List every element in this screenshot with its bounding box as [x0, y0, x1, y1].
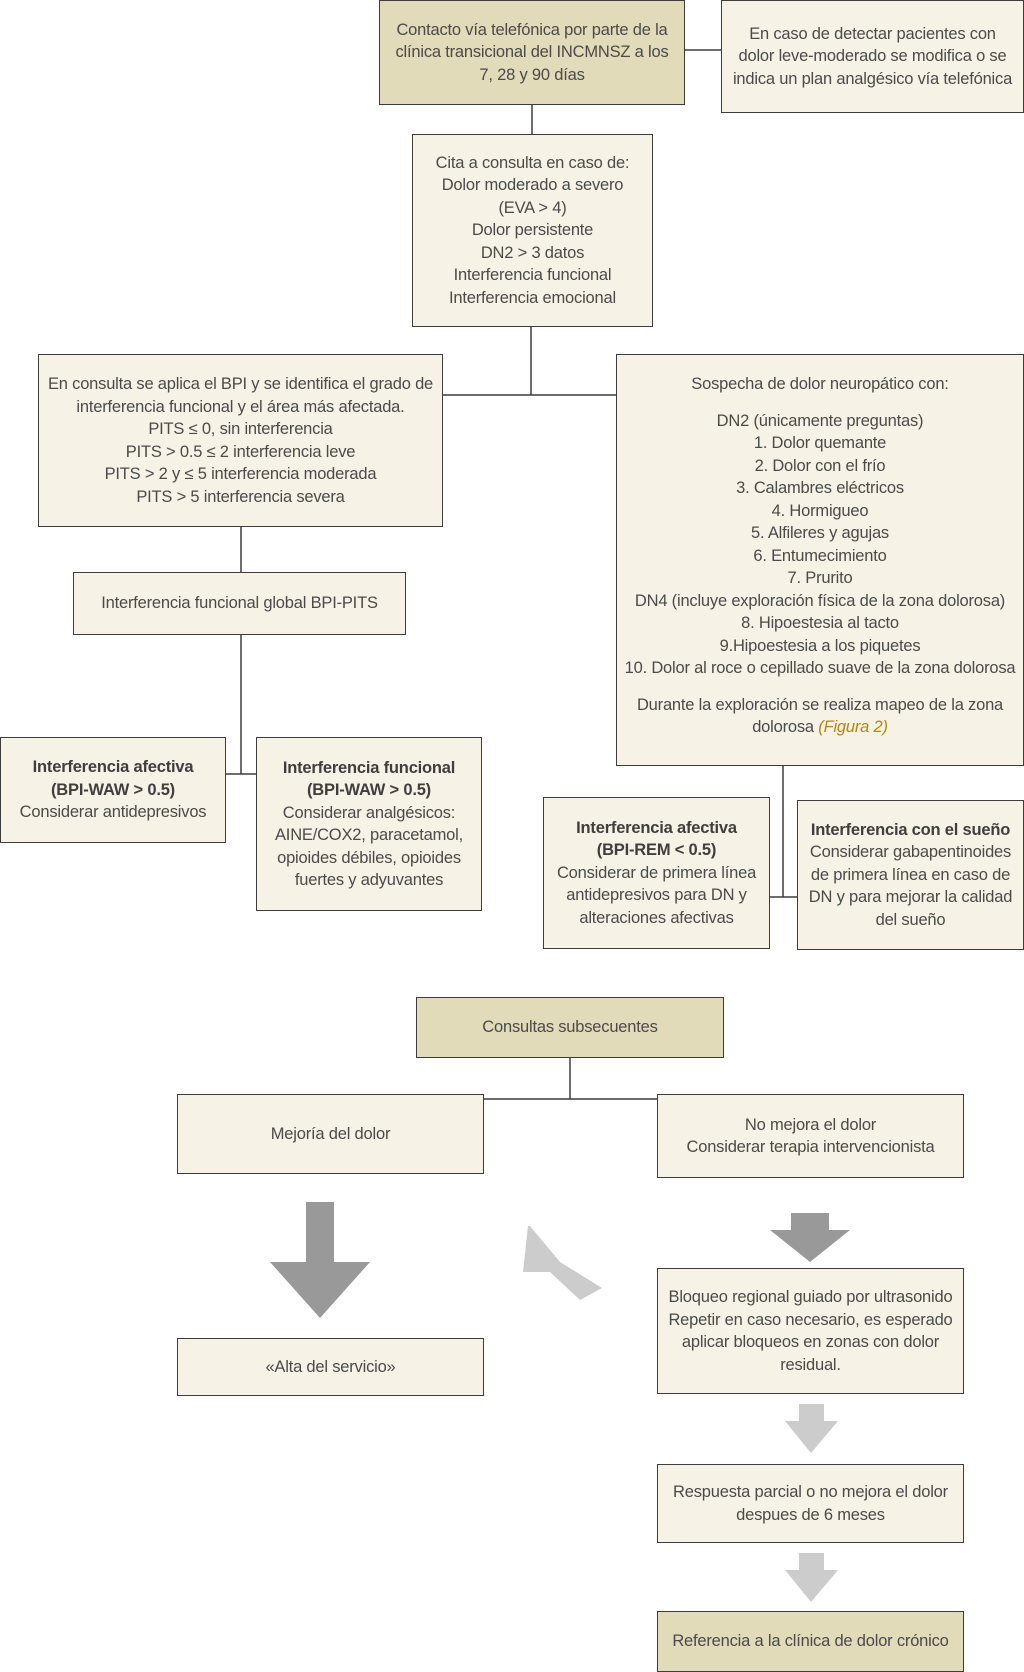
neuro-line: 2. Dolor con el frío: [754, 456, 886, 475]
global-interference-label: Interferencia funcional global BPI-PITS: [101, 594, 378, 613]
arrow-down-light-1: [785, 1404, 838, 1453]
neuro-mapping-line: Durante la exploración se realiza mapeo …: [636, 695, 1004, 714]
appointment-criteria-box: Cita a consulta en caso de: Dolor modera…: [412, 134, 653, 327]
subsequent-consults-label: Consultas subsecuentes: [482, 1018, 658, 1037]
no-improvement-box: No mejora el dolor Considerar terapia in…: [657, 1094, 964, 1178]
functional-line: fuertes y adyuvantes: [294, 871, 444, 889]
neuro-intro: Sospecha de dolor neuropático con:: [691, 375, 949, 393]
bpi-line: PITS > 2 y ≤ 5 interferencia moderada: [104, 465, 377, 483]
chronic-pain-referral-box: Referencia a la clínica de dolor crónico: [657, 1611, 964, 1672]
global-interference-box: Interferencia funcional global BPI-PITS: [73, 572, 406, 635]
mild-pain-line: dolor leve-moderado se modifica o se: [738, 47, 1007, 66]
regional-block-line: Bloqueo regional guiado por ultrasonido: [668, 1288, 953, 1306]
functional-line: Considerar analgésicos:: [282, 803, 456, 822]
partial-response-line: despues de 6 meses: [736, 1505, 885, 1524]
affective-left-subtitle: (BPI-WAW > 0.5): [51, 780, 175, 799]
affective-interference-right-box: Interferencia afectiva (BPI-REM < 0.5) C…: [543, 797, 770, 949]
phone-contact-line: 7, 28 y 90 días: [479, 65, 585, 84]
affective-right-line: antidepresivos para DN y: [566, 886, 747, 905]
neuro-line: 10. Dolor al roce o cepillado suave de l…: [624, 659, 1016, 677]
sleep-line: de primera línea en caso de: [810, 865, 1011, 884]
neuro-line: 4. Hormigueo: [771, 501, 869, 520]
service-discharge-label: «Alta del servicio»: [265, 1357, 396, 1376]
neuro-line: 3. Calambres eléctricos: [736, 479, 904, 497]
service-discharge-box: «Alta del servicio»: [177, 1338, 484, 1396]
regional-block-line: residual.: [780, 1355, 841, 1374]
affective-right-title: Interferencia afectiva: [576, 818, 737, 837]
neuro-line: 5. Alfileres y agujas: [751, 524, 889, 542]
affective-right-subtitle: (BPI-REM < 0.5): [596, 841, 717, 860]
pain-improvement-box: Mejoría del dolor: [177, 1094, 484, 1174]
bpi-line: En consulta se aplica el BPI y se identi…: [47, 375, 434, 393]
neuro-line: DN4 (incluye exploración física de la zo…: [634, 591, 1006, 610]
neuro-line: 8. Hipoestesia al tacto: [741, 614, 899, 632]
mild-pain-box: En caso de detectar pacientes con dolor …: [721, 0, 1024, 113]
bpi-line: PITS > 5 interferencia severa: [136, 487, 345, 506]
functional-line: AINE/COX2, paracetamol,: [275, 826, 463, 844]
functional-title: Interferencia funcional: [282, 758, 456, 777]
sleep-line: DN y para mejorar la calidad: [808, 888, 1013, 907]
appointment-line: (EVA > 4): [498, 198, 567, 217]
phone-contact-line: Contacto vía telefónica por parte de la: [396, 20, 668, 39]
neuro-line: 1. Dolor quemante: [753, 434, 887, 452]
appointment-line: Dolor moderado a severo: [441, 176, 624, 195]
affective-left-title: Interferencia afectiva: [32, 758, 194, 777]
neuro-line: DN2 (únicamente preguntas): [716, 411, 924, 430]
phone-contact-line: clínica transicional del INCMNSZ a los: [395, 43, 669, 62]
arrow-down-light-2: [785, 1553, 838, 1602]
affective-right-line: Considerar de primera línea: [556, 863, 757, 882]
bpi-line: PITS > 0.5 ≤ 2 interferencia leve: [125, 442, 356, 461]
regional-block-box: Bloqueo regional guiado por ultrasonido …: [657, 1268, 964, 1394]
no-improvement-line: Considerar terapia intervencionista: [686, 1138, 935, 1156]
affective-right-line: alteraciones afectivas: [579, 908, 734, 927]
bpi-line: interferencia funcional y el área más af…: [76, 397, 405, 416]
sleep-line: del sueño: [875, 910, 946, 929]
functional-subtitle: (BPI-WAW > 0.5): [307, 781, 431, 799]
partial-response-line: Respuesta parcial o no mejora el dolor: [673, 1483, 948, 1501]
subsequent-consults-box: Consultas subsecuentes: [416, 997, 724, 1058]
phone-contact-box: Contacto vía telefónica por parte de la …: [379, 0, 685, 105]
neuro-line: 6. Entumecimiento: [753, 546, 887, 565]
affective-left-line: Considerar antidepresivos: [19, 803, 207, 822]
appointment-line: Interferencia funcional: [453, 266, 612, 285]
pain-improvement-label: Mejoría del dolor: [270, 1124, 391, 1143]
mild-pain-line: En caso de detectar pacientes con: [749, 24, 996, 43]
neuropathic-box: Sospecha de dolor neuropático con: DN2 (…: [616, 354, 1024, 766]
neuro-line: 9.Hipoestesia a los piquetes: [719, 636, 921, 655]
regional-block-line: Repetir en caso necesario, es esperado: [668, 1310, 953, 1329]
mild-pain-line: indica un plan analgésico vía telefónica: [732, 69, 1013, 88]
appointment-line: Interferencia emocional: [449, 288, 616, 307]
functional-interference-box: Interferencia funcional (BPI-WAW > 0.5) …: [256, 737, 482, 911]
arrow-diagonal-light: [523, 1226, 602, 1300]
neuro-line: 7. Prurito: [787, 569, 853, 587]
bpi-line: PITS ≤ 0, sin interferencia: [148, 420, 333, 438]
partial-response-box: Respuesta parcial o no mejora el dolor d…: [657, 1464, 964, 1543]
functional-line: opioides débiles, opioides: [277, 848, 461, 867]
no-improvement-line: No mejora el dolor: [744, 1115, 877, 1134]
appointment-line: DN2 > 3 datos: [480, 243, 585, 262]
figure-reference-link[interactable]: (Figura 2): [818, 718, 888, 736]
neuro-mapping-line: dolorosa (Figura 2): [752, 716, 888, 739]
appointment-line: Dolor persistente: [471, 221, 594, 240]
chronic-pain-referral-label: Referencia a la clínica de dolor crónico: [672, 1632, 949, 1651]
affective-interference-left-box: Interferencia afectiva (BPI-WAW > 0.5) C…: [0, 737, 226, 843]
regional-block-line: aplicar bloqueos en zonas con dolor: [681, 1333, 940, 1351]
bpi-box: En consulta se aplica el BPI y se identi…: [38, 354, 443, 527]
arrow-down-dark-1: [270, 1202, 370, 1318]
appointment-line: Cita a consulta en caso de:: [435, 153, 630, 172]
arrow-down-dark-2: [770, 1213, 850, 1262]
sleep-interference-box: Interferencia con el sueño Considerar ga…: [797, 800, 1024, 950]
neuro-mapping-text: dolorosa: [752, 718, 814, 736]
sleep-title: Interferencia con el sueño: [810, 820, 1011, 839]
sleep-line: Considerar gabapentinoides: [809, 843, 1012, 862]
